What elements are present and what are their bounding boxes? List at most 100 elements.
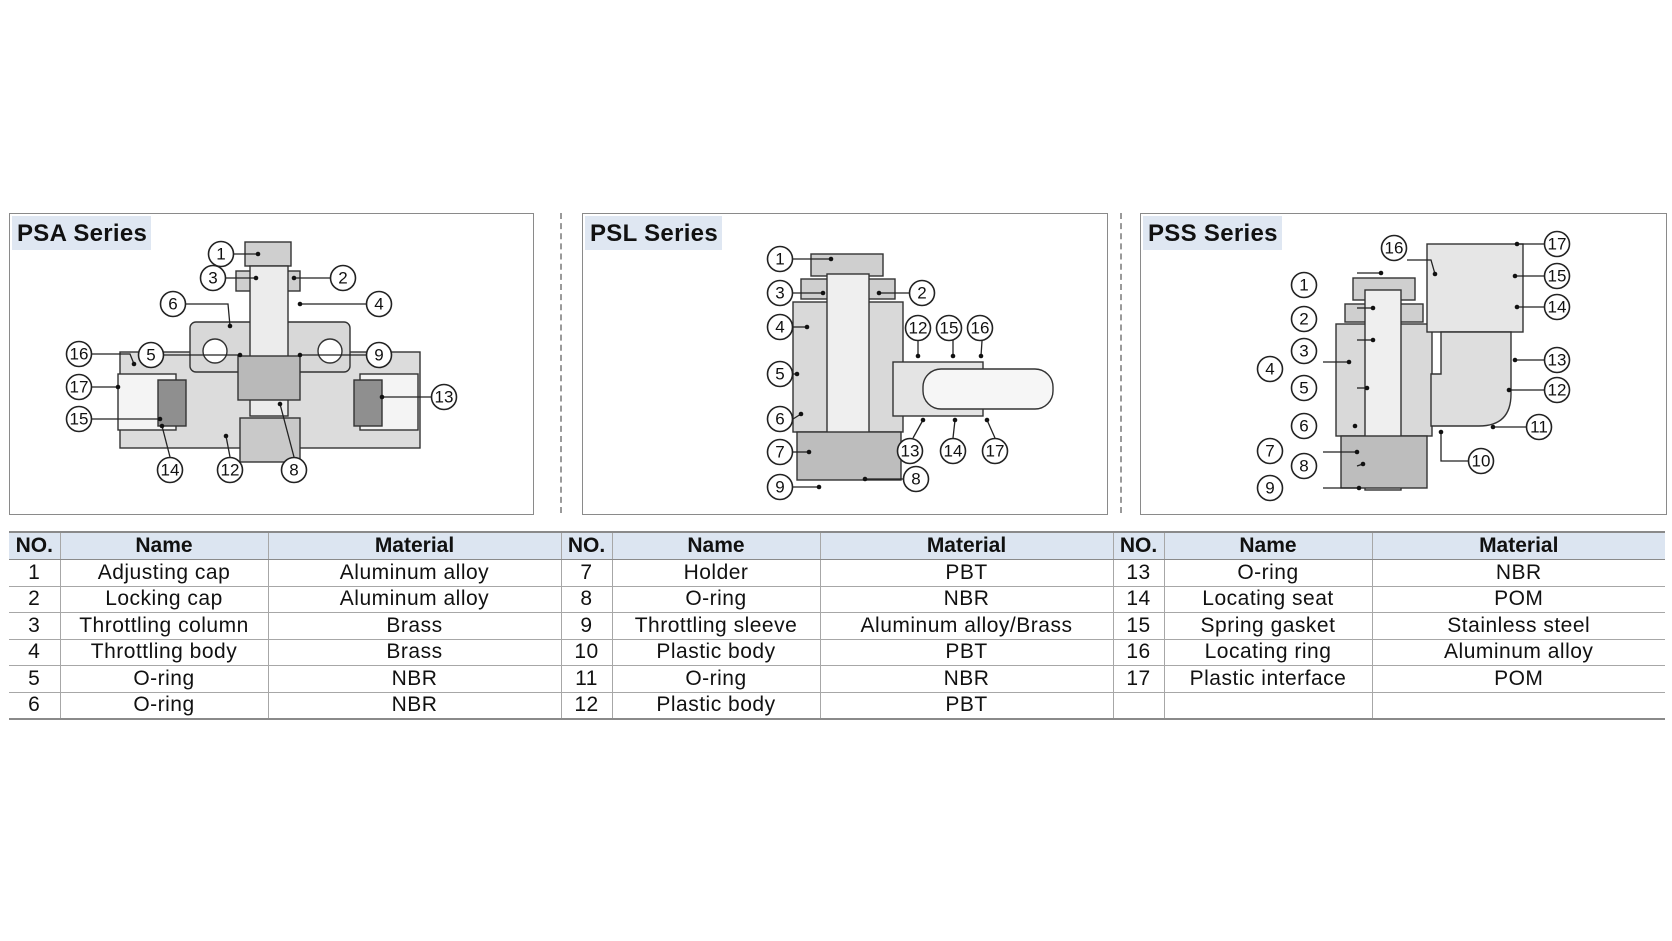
part-material: Brass xyxy=(268,639,562,666)
callout-15: 15 xyxy=(935,314,963,342)
svg-text:7: 7 xyxy=(775,443,784,462)
table-row: 1 Adjusting cap Aluminum alloy 7 Holder … xyxy=(9,559,1665,587)
callout-16: 16 xyxy=(65,340,93,368)
part-number: 13 xyxy=(1113,559,1165,587)
psl-adjusting-cap xyxy=(810,253,884,277)
callout-16: 16 xyxy=(1380,234,1408,262)
svg-text:4: 4 xyxy=(1265,360,1274,379)
svg-text:15: 15 xyxy=(940,319,959,338)
svg-text:14: 14 xyxy=(161,461,180,480)
psl-cross-section-diagram: 1 2 3 4 5 6 7 8 9 12 13 14 15 16 17 xyxy=(766,245,1054,501)
svg-text:4: 4 xyxy=(374,295,383,314)
part-name: O-ring xyxy=(60,692,269,720)
svg-text:17: 17 xyxy=(1548,235,1567,254)
callout-3: 3 xyxy=(199,264,227,292)
svg-text:1: 1 xyxy=(775,250,784,269)
table-row: 6 O-ring NBR 12 Plastic body PBT xyxy=(9,692,1665,720)
part-name: Locking cap xyxy=(60,586,269,613)
psa-mount-hole-right xyxy=(317,338,343,364)
part-material: NBR xyxy=(268,665,562,693)
callout-6: 6 xyxy=(1290,412,1318,440)
psa-mount-hole-left xyxy=(202,338,228,364)
pss-cross-section-diagram: 1 2 3 4 5 6 7 8 9 10 11 12 13 14 15 16 1… xyxy=(1256,230,1571,502)
callout-2: 2 xyxy=(908,279,936,307)
svg-text:12: 12 xyxy=(1548,381,1567,400)
svg-text:3: 3 xyxy=(775,284,784,303)
part-name: Plastic interface xyxy=(1164,665,1373,693)
psa-series-panel: PSA Series 1 2 3 4 xyxy=(9,213,534,515)
part-number xyxy=(1113,692,1165,720)
part-name: Plastic body xyxy=(612,639,821,666)
svg-text:1: 1 xyxy=(216,245,225,264)
svg-text:9: 9 xyxy=(374,346,383,365)
callout-12: 12 xyxy=(904,314,932,342)
svg-text:5: 5 xyxy=(775,365,784,384)
svg-text:4: 4 xyxy=(775,318,784,337)
part-material: Brass xyxy=(268,612,562,640)
column-header-material: Material xyxy=(268,531,562,560)
svg-text:6: 6 xyxy=(1299,417,1308,436)
pss-elbow-upper xyxy=(1426,243,1524,333)
svg-text:12: 12 xyxy=(909,319,928,338)
callout-5: 5 xyxy=(137,341,165,369)
callout-8: 8 xyxy=(280,456,308,484)
parts-materials-table: NO. Name Material NO. Name Material NO. … xyxy=(9,531,1665,720)
svg-text:6: 6 xyxy=(775,410,784,429)
callout-4: 4 xyxy=(766,313,794,341)
callout-17: 17 xyxy=(65,373,93,401)
part-number: 1 xyxy=(9,559,61,587)
psa-bottom-port xyxy=(239,417,301,463)
panel-divider xyxy=(1120,213,1122,513)
column-header-no: NO. xyxy=(561,531,613,560)
pss-elbow-body xyxy=(1430,331,1512,427)
callout-10: 10 xyxy=(1467,447,1495,475)
part-name: Adjusting cap xyxy=(60,559,269,587)
svg-text:10: 10 xyxy=(1472,452,1491,471)
svg-text:17: 17 xyxy=(70,378,89,397)
part-material: NBR xyxy=(820,586,1114,613)
svg-text:3: 3 xyxy=(1299,342,1308,361)
svg-text:3: 3 xyxy=(208,269,217,288)
callout-4: 4 xyxy=(1256,355,1284,383)
part-name: Locating seat xyxy=(1164,586,1373,613)
table-header-row: NO. Name Material NO. Name Material NO. … xyxy=(9,531,1665,560)
part-name: Locating ring xyxy=(1164,639,1373,666)
column-header-material: Material xyxy=(1372,531,1665,560)
callout-12: 12 xyxy=(216,456,244,484)
callout-5: 5 xyxy=(1290,374,1318,402)
column-header-no: NO. xyxy=(1113,531,1165,560)
callout-5: 5 xyxy=(766,360,794,388)
part-material: NBR xyxy=(268,692,562,720)
callout-8: 8 xyxy=(902,465,930,493)
svg-text:9: 9 xyxy=(1265,479,1274,498)
part-number: 11 xyxy=(561,665,613,693)
callout-7: 7 xyxy=(766,438,794,466)
svg-text:7: 7 xyxy=(1265,442,1274,461)
callout-6: 6 xyxy=(159,290,187,318)
callout-15: 15 xyxy=(65,405,93,433)
callout-9: 9 xyxy=(766,473,794,501)
svg-text:14: 14 xyxy=(944,442,963,461)
part-material: Aluminum alloy/Brass xyxy=(820,612,1114,640)
part-name: Throttling column xyxy=(60,612,269,640)
pss-throttling-sleeve xyxy=(1340,435,1428,489)
svg-text:17: 17 xyxy=(986,442,1005,461)
part-number: 7 xyxy=(561,559,613,587)
callout-8: 8 xyxy=(1290,452,1318,480)
part-name: Throttling sleeve xyxy=(612,612,821,640)
part-material: Aluminum alloy xyxy=(268,586,562,613)
part-number: 16 xyxy=(1113,639,1165,666)
part-material: POM xyxy=(1372,586,1665,613)
callout-13: 13 xyxy=(896,437,924,465)
part-material: Aluminum alloy xyxy=(1372,639,1665,666)
svg-text:12: 12 xyxy=(221,461,240,480)
column-header-no: NO. xyxy=(9,531,61,560)
part-number: 17 xyxy=(1113,665,1165,693)
part-number: 3 xyxy=(9,612,61,640)
column-header-name: Name xyxy=(612,531,821,560)
psl-tube xyxy=(922,368,1054,410)
callout-9: 9 xyxy=(1256,474,1284,502)
callout-14: 14 xyxy=(939,437,967,465)
part-material: Aluminum alloy xyxy=(268,559,562,587)
column-header-material: Material xyxy=(820,531,1114,560)
